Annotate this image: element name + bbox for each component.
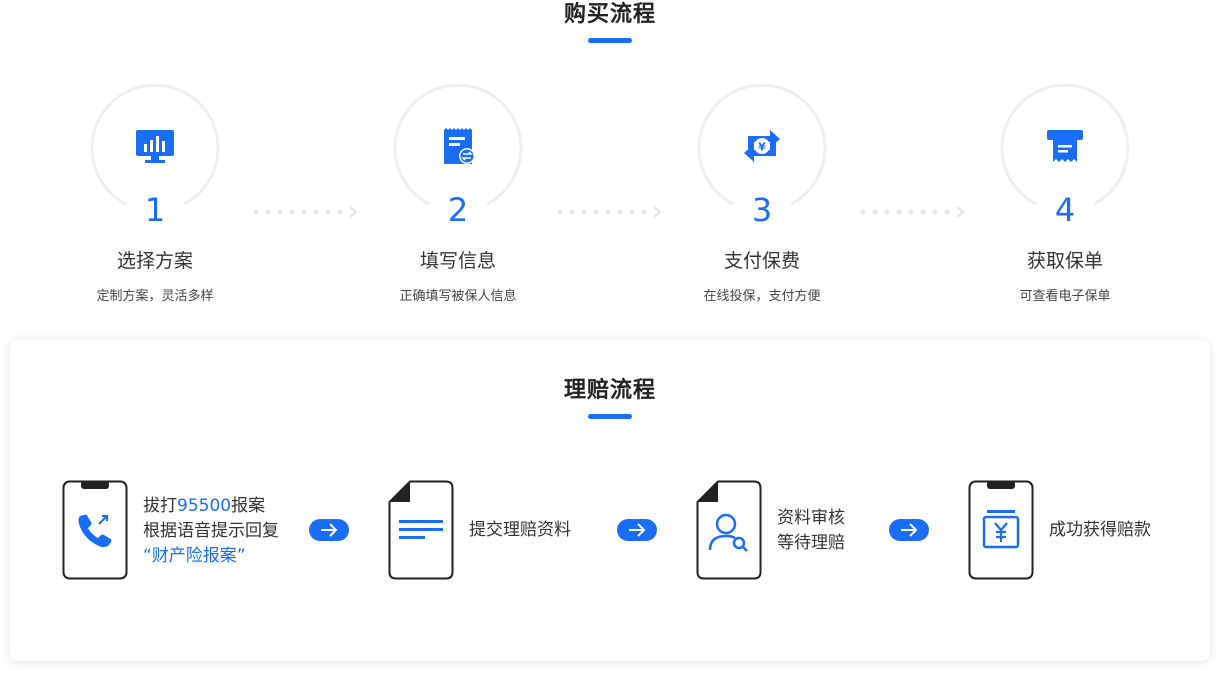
purchase-title-underline (588, 38, 632, 43)
step-number: 4 (1054, 191, 1076, 229)
purchase-step-1: 1 选择方案 定制方案，灵活多样 (65, 84, 245, 304)
claim-phone-suffix: 报案 (231, 496, 266, 516)
step-connector-dots (860, 206, 965, 218)
claim-step-2-text: 提交理赔资料 (469, 520, 571, 540)
quote-close: ” (236, 546, 246, 566)
step-number: 3 (751, 191, 773, 229)
user-search-icon (696, 480, 762, 580)
step-connector-dots (253, 206, 358, 218)
step-name: 支付保费 (723, 250, 800, 272)
form-exchange-icon (444, 128, 475, 164)
printer-receipt-icon (1047, 130, 1083, 162)
purchase-step-2: 2 填写信息 正确填写被保人信息 (368, 84, 548, 304)
step-name: 获取保单 (1026, 250, 1103, 272)
claim-wait-line: 等待理赔 (777, 533, 845, 553)
arrow-right-icon (617, 519, 657, 541)
phone-call-icon (62, 480, 128, 580)
step-desc: 可查看电子保单 (1019, 289, 1111, 304)
step-ring (393, 84, 523, 206)
monitor-chart-icon (136, 130, 174, 163)
purchase-step-3: ¥ 3 支付保费 在线投保，支付方便 (672, 84, 852, 304)
arrow-right-icon (889, 519, 929, 541)
claim-voice-line: 根据语音提示回复 (143, 521, 279, 541)
claim-phone-prefix: 拔打 (143, 496, 177, 516)
purchase-step-4: 4 获取保单 可查看电子保单 (975, 84, 1155, 304)
document-icon (388, 480, 454, 580)
arrow-right-icon (309, 519, 349, 541)
step-number: 1 (144, 191, 166, 229)
step-ring (697, 84, 827, 206)
claim-phone-number: 95500 (177, 496, 232, 516)
step-desc: 在线投保，支付方便 (703, 289, 821, 304)
step-connector-dots (557, 206, 662, 218)
claim-keyword: 财产险报案 (151, 546, 237, 566)
step-ring (1000, 84, 1130, 206)
claim-keyword-line: “财产险报案” (143, 544, 279, 569)
purchase-title: 购买流程 (563, 2, 656, 27)
svg-text:¥: ¥ (758, 141, 766, 154)
claim-review-line: 资料审核 (777, 508, 845, 528)
step-name: 选择方案 (116, 250, 193, 272)
step-desc: 定制方案，灵活多样 (96, 289, 214, 304)
step-ring (90, 84, 220, 206)
claims-title-underline (588, 414, 632, 419)
claims-title: 理赔流程 (563, 378, 656, 403)
claim-phone-line: 拔打95500报案 (143, 494, 279, 519)
claim-step-4-text: 成功获得赔款 (1049, 520, 1151, 540)
step-desc: 正确填写被保人信息 (399, 289, 517, 304)
step-name: 填写信息 (419, 250, 496, 272)
yuan-exchange-icon: ¥ (744, 130, 780, 162)
step-number: 2 (447, 191, 469, 229)
yuan-payout-icon (968, 480, 1034, 580)
claim-step-1-text: 拔打95500报案 根据语音提示回复 “财产险报案” (143, 494, 279, 569)
quote-open: “ (143, 546, 152, 566)
claim-step-3-text: 资料审核 等待理赔 (777, 506, 845, 556)
